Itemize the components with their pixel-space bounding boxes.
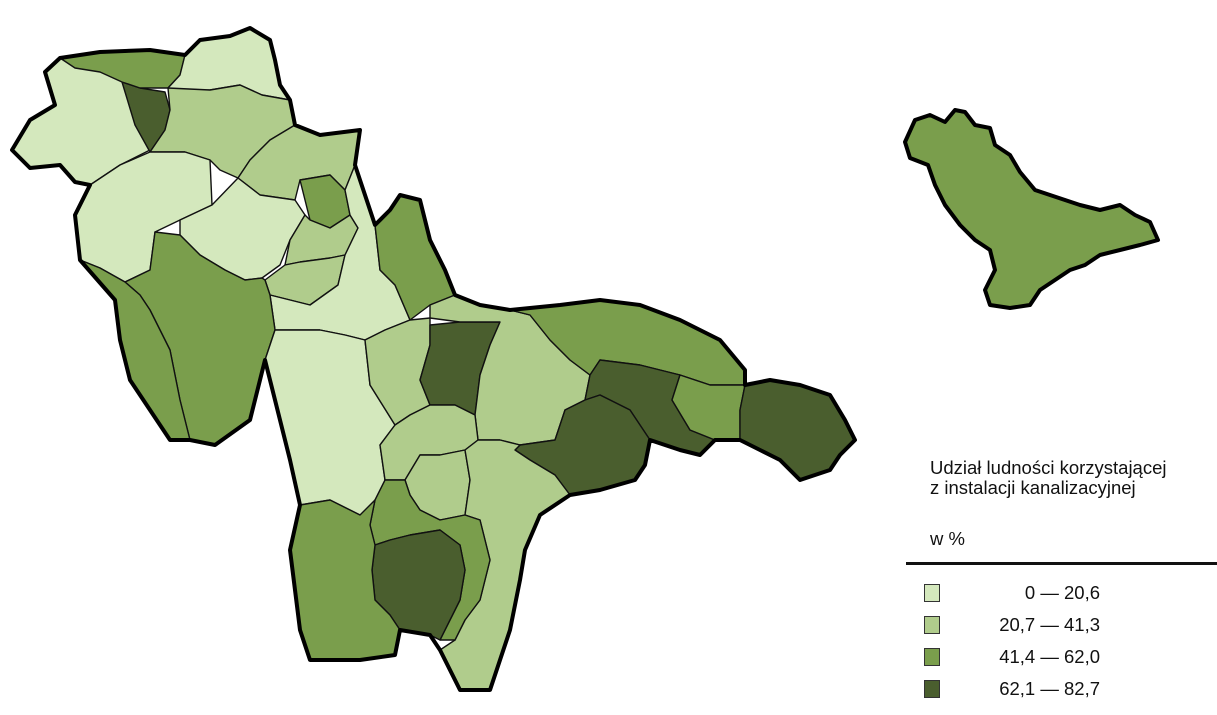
main-territory-outline [10,26,857,692]
legend-divider [906,562,1217,565]
legend-swatch [924,680,940,698]
legend-item-class-3: 41,4 — 62,0 [924,646,1204,668]
region-fe-dark [739,379,856,481]
legend-unit: w % [930,528,965,549]
legend-item-class-2: 20,7 — 41,3 [924,614,1204,636]
legend-title-line2: z instalacji kanalizacyjnej [930,477,1136,498]
region-detached [903,108,1160,310]
legend-swatch [924,584,940,602]
legend-label: 20,7 — 41,3 [999,614,1100,635]
legend-item-class-4: 62,1 — 82,7 [924,678,1204,700]
main-territory [10,26,857,692]
legend-swatch [924,648,940,666]
detached-territory [903,108,1160,310]
legend-title-line1: Udział ludności korzystającej [930,457,1167,478]
legend-item-class-1: 0 — 20,6 [924,582,1204,604]
legend-label: 41,4 — 62,0 [999,646,1100,667]
legend-label: 0 — 20,6 [1024,582,1100,603]
map-legend: Udział ludności korzystającej z instalac… [906,454,1217,715]
legend-swatch [924,616,940,634]
legend-title: Udział ludności korzystającej z instalac… [930,458,1217,498]
legend-label: 62,1 — 82,7 [999,678,1100,699]
